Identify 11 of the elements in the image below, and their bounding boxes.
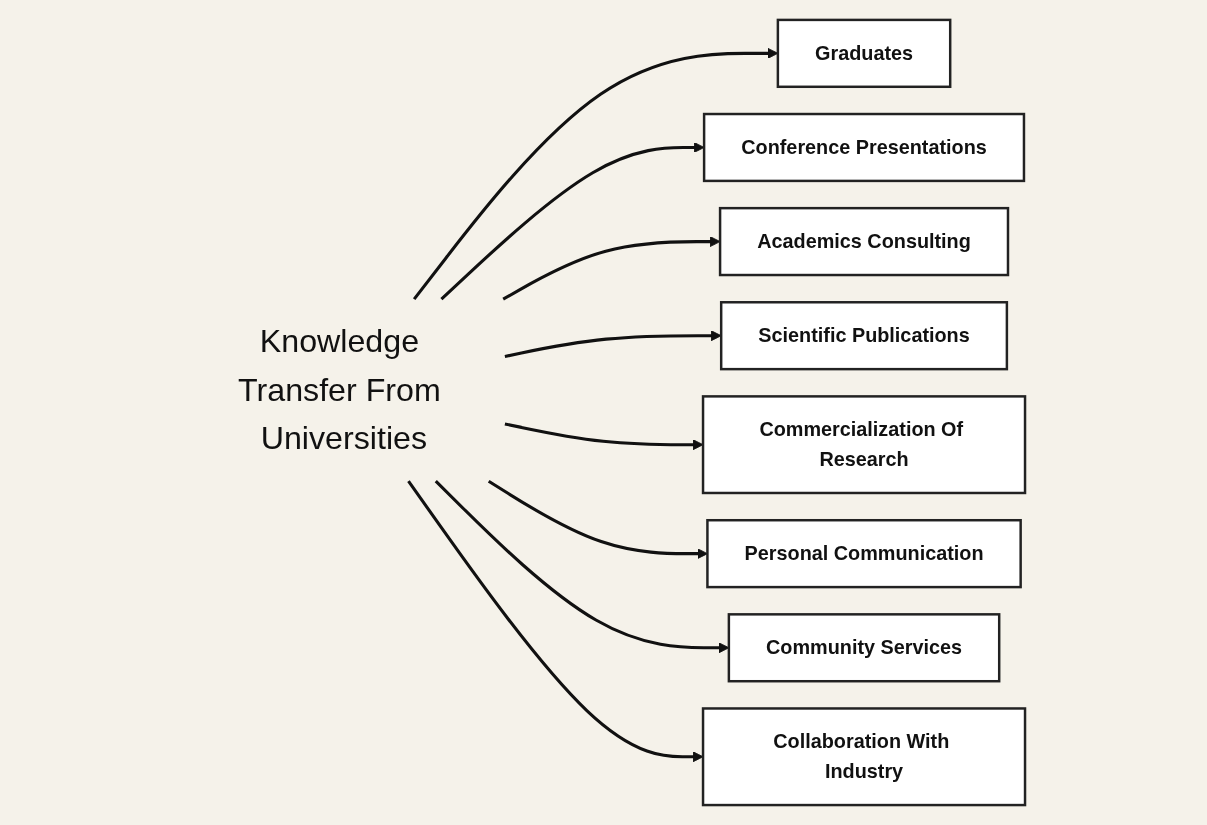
arrow: [434, 480, 729, 654]
node-box: Academics Consulting: [718, 206, 1009, 277]
arrow: [412, 47, 778, 301]
node-box: Conference Presentations: [702, 112, 1025, 183]
node-box: Personal Communication: [705, 519, 1022, 589]
node-box: Graduates: [776, 18, 951, 89]
node-box: Community Services: [727, 613, 1000, 683]
node-box: Scientific Publications: [719, 301, 1008, 371]
node-text: Knowledge Transfer From Universities: [237, 322, 441, 457]
node-box: Collaboration With Industry: [701, 707, 1026, 807]
node-box: Commercialization Of Research: [701, 395, 1026, 495]
